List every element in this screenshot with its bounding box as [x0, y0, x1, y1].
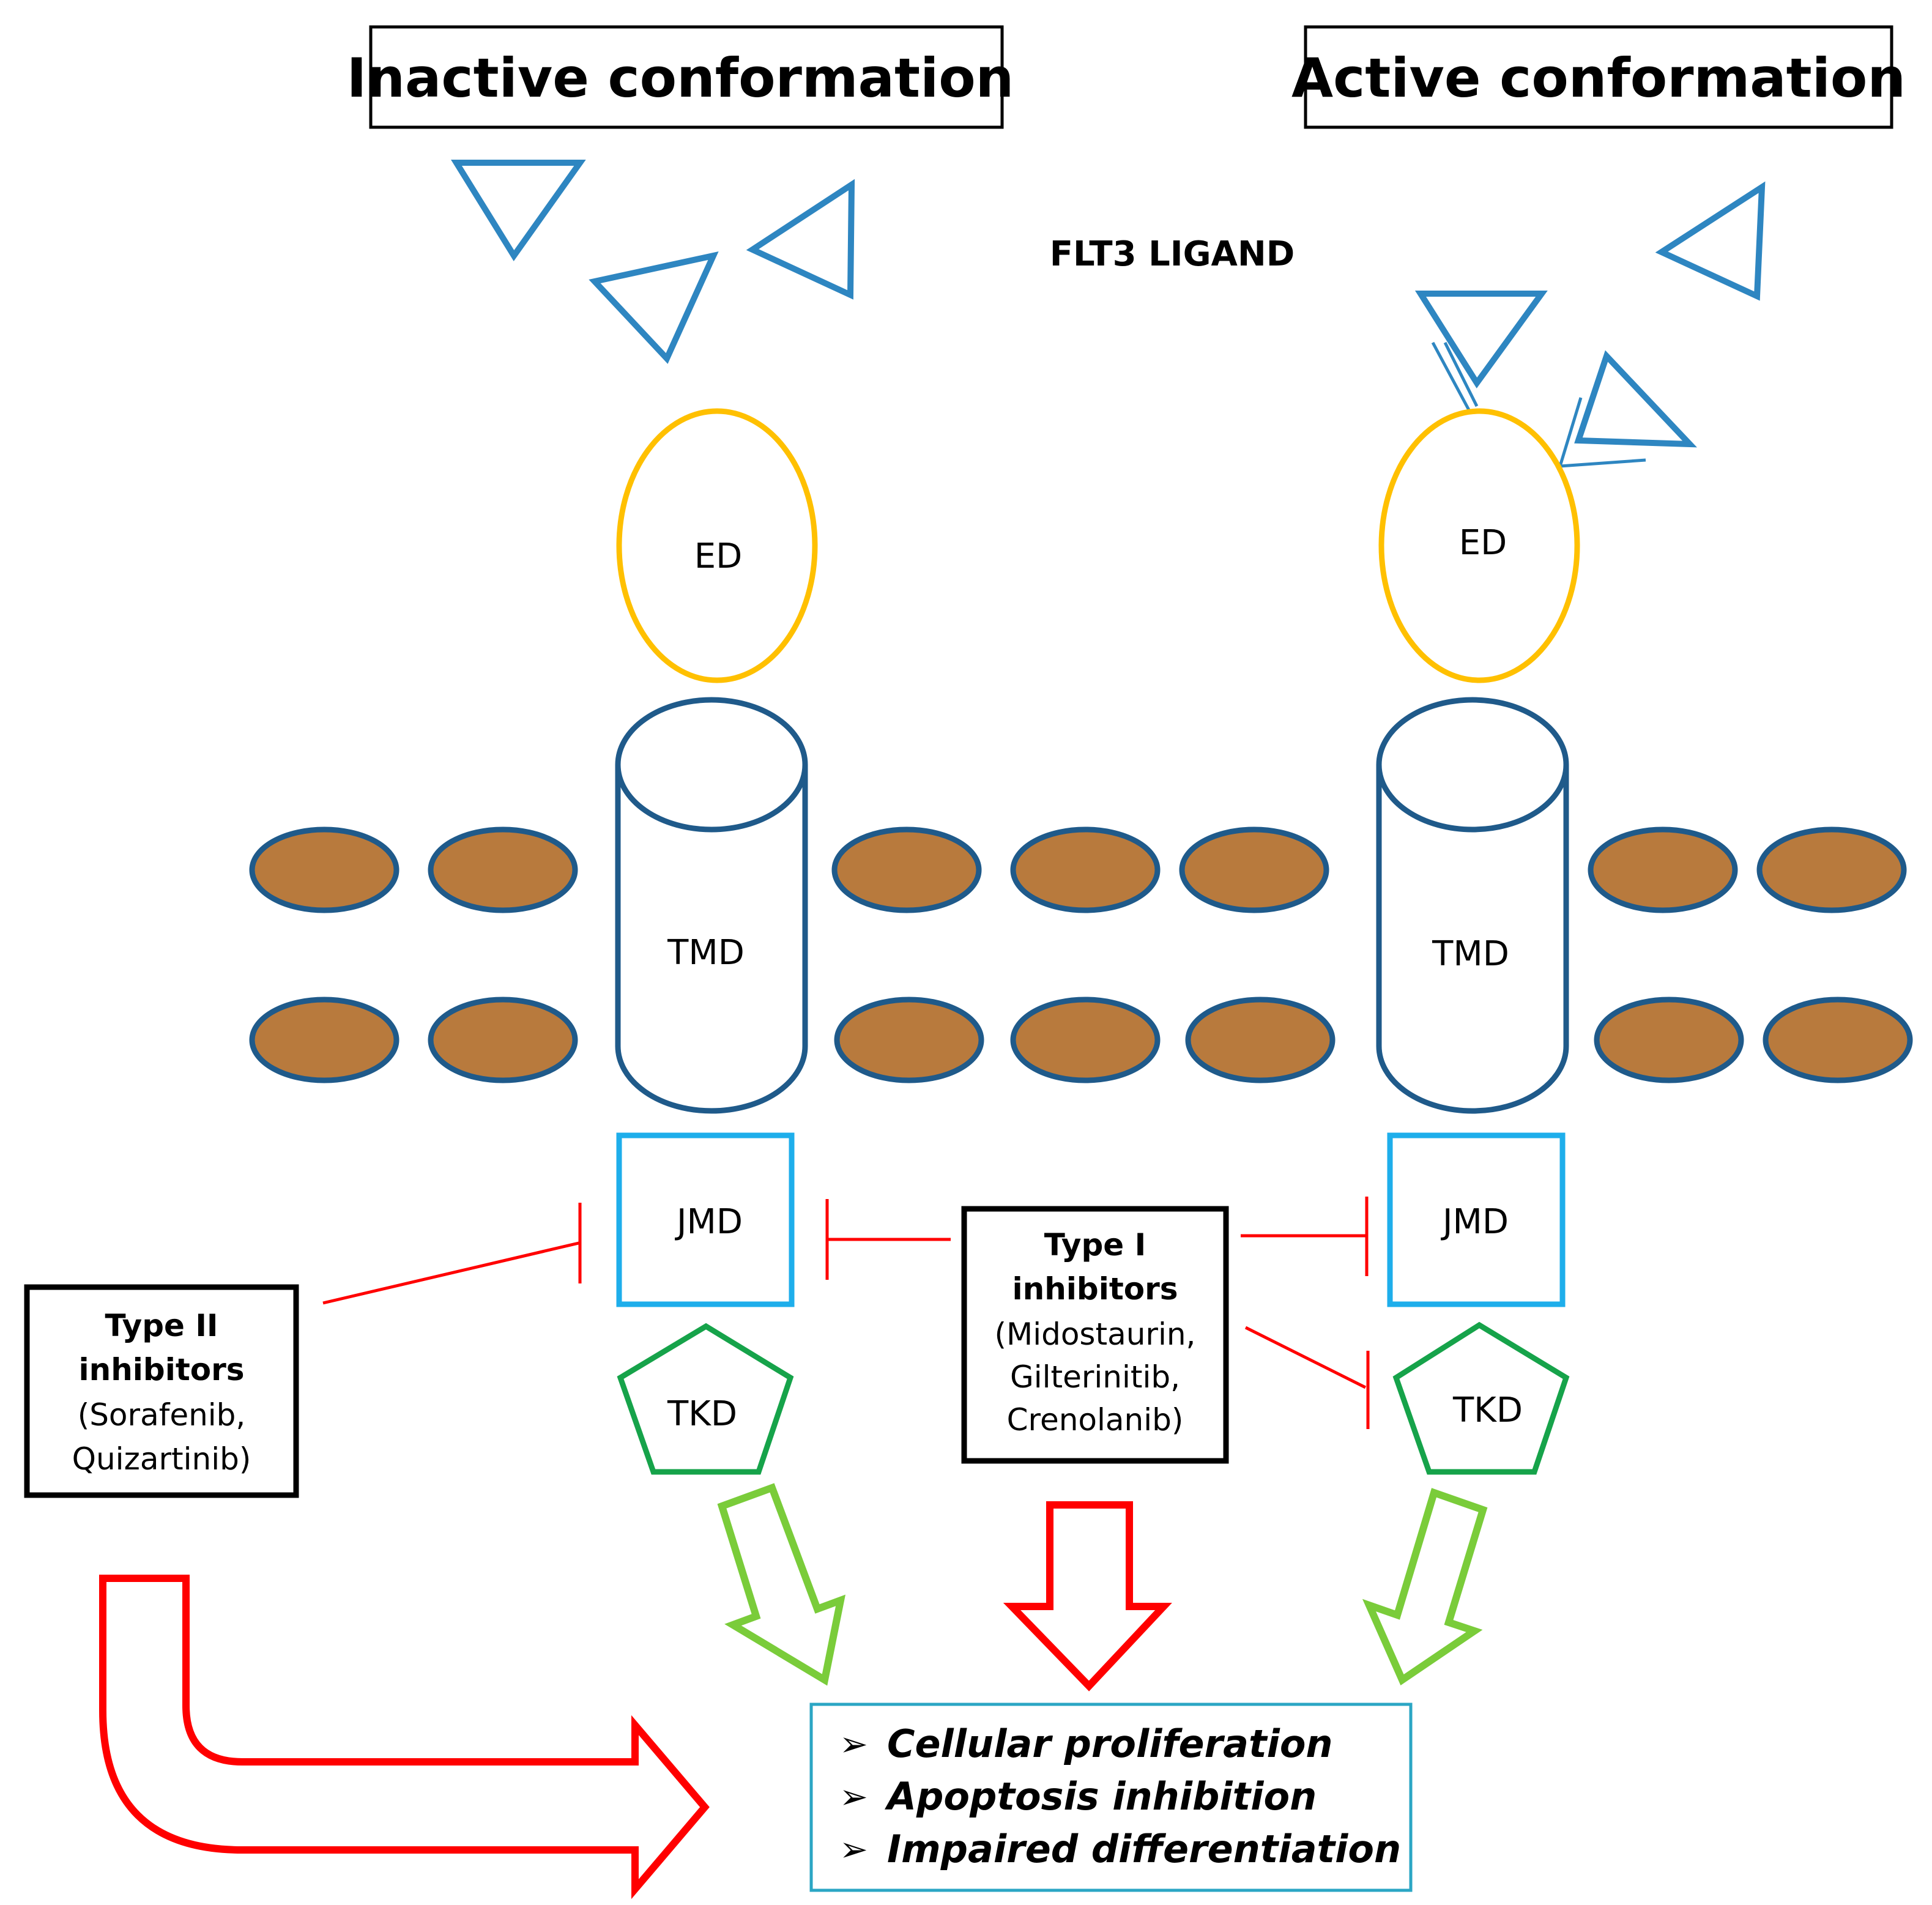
inhibition-line-type2-jmd: [322, 1241, 579, 1305]
lipid-head: [428, 997, 578, 1083]
outcome-bullet: ➢: [839, 1830, 868, 1870]
signal-arrow-inactive: [717, 1483, 845, 1686]
tkd-label-active: TKD: [1452, 1391, 1523, 1430]
type1-title-line1: Type I: [1044, 1227, 1146, 1263]
title-inactive: Inactive conformation: [347, 25, 1014, 129]
lipid-head: [1588, 826, 1738, 913]
jmd-label-active: JMD: [1441, 1202, 1509, 1242]
lipid-head: [1763, 997, 1913, 1083]
outcome-item: Cellular proliferation: [887, 1721, 1333, 1766]
type1-drug: (Midostaurin,: [995, 1316, 1196, 1352]
tmd-label-active: TMD: [1432, 934, 1509, 974]
ligand-triangle: [746, 179, 855, 300]
ed-domain-inactive: [616, 408, 818, 683]
title-active-box: [1304, 25, 1893, 129]
ed-label-inactive: ED: [694, 537, 743, 576]
lipid-head: [1010, 997, 1161, 1083]
tmd-cylinder-active: [1376, 697, 1569, 1114]
ligand-triangle: [589, 251, 719, 364]
signal-arrow-type1: [1003, 1501, 1172, 1691]
type2-drug: (Sorafenib,: [78, 1397, 246, 1433]
lipid-head: [1594, 997, 1744, 1083]
title-active-text: Active conformation: [1291, 46, 1906, 110]
title-active: Active conformation: [1291, 25, 1906, 129]
ligand-binding-marks: [1431, 341, 1646, 468]
jmd-box-inactive: [616, 1132, 795, 1307]
type2-inhibitors-box: Type II inhibitors (Sorafenib, Quizartin…: [24, 1284, 299, 1498]
signal-arrows: [99, 1483, 1488, 1899]
lipid-head: [1179, 826, 1329, 913]
type1-box-frame: [961, 1206, 1229, 1464]
ligand-label: FLT3 LIGAND: [1050, 234, 1295, 274]
type1-drug: Gilterinitib,: [1010, 1359, 1180, 1395]
outcomes-box: ➢ Cellular proliferation ➢ Apoptosis inh…: [809, 1703, 1413, 1892]
inhibition-lines: [322, 1197, 1370, 1429]
type2-drug: Quizartinib): [72, 1441, 251, 1477]
lipid-head: [831, 826, 982, 913]
outcome-bullet: ➢: [839, 1725, 868, 1764]
outcome-bullet: ➢: [839, 1777, 868, 1817]
type1-title-line2: inhibitors: [1012, 1271, 1178, 1307]
signal-arrow-type2: [99, 1575, 710, 1899]
signal-arrow-active: [1362, 1488, 1488, 1685]
receptor-inactive: ED TMD JMD TKD: [615, 408, 818, 1475]
outcomes-box-frame: [809, 1703, 1413, 1892]
lipid-bilayer: [249, 826, 1913, 1083]
jmd-label-inactive: JMD: [675, 1202, 743, 1242]
ligand-triangle-bound: [1574, 350, 1697, 448]
ligand-triangle: [451, 160, 586, 262]
lipid-head: [249, 826, 399, 913]
ed-label-active: ED: [1459, 523, 1507, 563]
title-inactive-text: Inactive conformation: [347, 46, 1014, 110]
type1-drug: Crenolanib): [1007, 1402, 1184, 1438]
inhibition-line-type1-tkd-active: [1244, 1326, 1367, 1389]
ligand-triangle-bound: [1414, 291, 1548, 388]
tmd-label-inactive: TMD: [667, 933, 745, 973]
type1-inhibitors-box: Type I inhibitors (Midostaurin, Gilterin…: [961, 1206, 1229, 1464]
lipid-head: [1756, 826, 1907, 913]
jmd-box-active: [1387, 1132, 1566, 1307]
type2-title-line2: inhibitors: [78, 1352, 244, 1387]
outcome-item: Impaired differentiation: [887, 1827, 1401, 1871]
receptor-active: ED TMD JMD TKD: [1376, 408, 1580, 1475]
title-inactive-box: [369, 25, 1004, 129]
lipid-head: [249, 997, 399, 1083]
ligands: [451, 160, 1766, 448]
lipid-head: [1010, 826, 1161, 913]
ligand-triangle: [1655, 181, 1766, 301]
tkd-label-inactive: TKD: [667, 1394, 737, 1434]
lipid-head: [428, 826, 578, 913]
ed-domain-active: [1378, 408, 1580, 683]
tkd-pentagon-inactive: [617, 1323, 794, 1475]
outcome-item: Apoptosis inhibition: [884, 1774, 1317, 1819]
tkd-pentagon-active: [1392, 1321, 1570, 1475]
lipid-head: [1185, 997, 1336, 1083]
type2-title-line1: Type II: [105, 1308, 218, 1343]
lipid-head: [834, 997, 984, 1083]
tmd-cylinder-inactive: [615, 697, 808, 1114]
type2-box-frame: [24, 1284, 299, 1498]
